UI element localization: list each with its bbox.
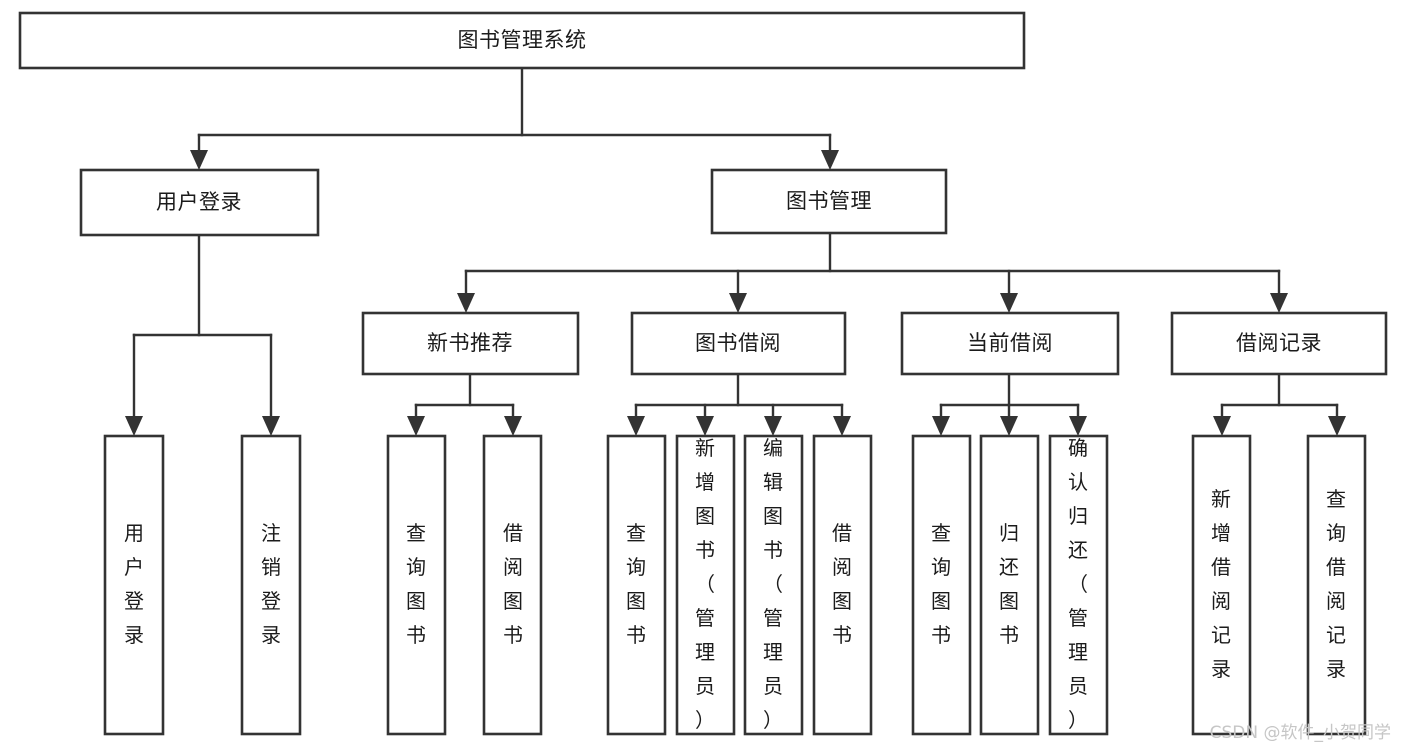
node-root-box[interactable] (18, 11, 1026, 70)
node-leaf-query-book-2-label: 查询图书 (626, 521, 646, 647)
node-leaf-user-login[interactable]: 用户登录 (103, 434, 165, 736)
node-leaf-logout-login-label: 注销登录 (261, 521, 281, 647)
node-leaf-add-book[interactable]: 新增图书（管理员） (675, 434, 736, 736)
node-leaf-query-book-3-label: 查询图书 (931, 521, 951, 647)
node-leaf-user-login-box[interactable] (103, 434, 165, 736)
node-leaf-add-record-label: 新增借阅记录 (1211, 487, 1231, 681)
node-leaf-query-book-2[interactable]: 查询图书 (606, 434, 667, 736)
node-book-borrow-box[interactable] (630, 311, 847, 376)
node-leaf-add-book-label: 新增图书（管理员） (695, 436, 715, 732)
node-borrow-record-label: 借阅记录 (1236, 331, 1322, 355)
node-leaf-confirm-return-label: 确认归还（管理员） (1068, 436, 1088, 732)
node-leaf-confirm-return[interactable]: 确认归还（管理员） (1048, 434, 1109, 736)
edge-group-borrow-record (1213, 372, 1346, 436)
node-current-borrow[interactable]: 当前借阅 (900, 311, 1120, 376)
arrow-leaf-confirm-return (1069, 416, 1087, 436)
node-leaf-query-record-box[interactable] (1306, 434, 1367, 736)
node-new-book-recommend-label: 新书推荐 (427, 331, 513, 355)
node-leaf-add-book-box[interactable] (675, 434, 736, 736)
node-leaf-logout-login[interactable]: 注销登录 (240, 434, 302, 736)
node-book-borrow-label: 图书借阅 (695, 331, 781, 355)
arrow-leaf-user-login (125, 416, 143, 436)
arrow-leaf-add-record (1213, 416, 1231, 436)
arrow-leaf-query-book-1 (407, 416, 425, 436)
node-leaf-logout-login-box[interactable] (240, 434, 302, 736)
node-borrow-record-box[interactable] (1170, 311, 1388, 376)
node-user-login-label: 用户登录 (156, 190, 242, 214)
arrow-to-borrow-record (1270, 293, 1288, 313)
node-book-manage[interactable]: 图书管理 (710, 168, 948, 235)
node-book-manage-box[interactable] (710, 168, 948, 235)
arrow-leaf-query-book-3 (932, 416, 950, 436)
node-root-label: 图书管理系统 (458, 28, 587, 52)
arrow-leaf-add-book (696, 416, 714, 436)
node-leaf-add-record[interactable]: 新增借阅记录 (1191, 434, 1252, 736)
node-leaf-return-book[interactable]: 归还图书 (979, 434, 1040, 736)
arrow-leaf-borrow-book-1 (504, 416, 522, 436)
arrow-leaf-logout-login (262, 416, 280, 436)
arrow-leaf-edit-book (764, 416, 782, 436)
node-borrow-record[interactable]: 借阅记录 (1170, 311, 1388, 376)
arrow-leaf-return-book (1000, 416, 1018, 436)
node-leaf-user-login-label: 用户登录 (124, 521, 144, 647)
node-leaf-query-record-label: 查询借阅记录 (1326, 487, 1346, 681)
arrow-leaf-query-book-2 (627, 416, 645, 436)
node-leaf-query-book-3[interactable]: 查询图书 (911, 434, 972, 736)
edge-group-current-borrow (932, 372, 1087, 436)
node-leaf-edit-book[interactable]: 编辑图书（管理员） (743, 434, 804, 736)
arrow-to-new-book-recommend (457, 293, 475, 313)
node-leaf-query-book-1-box[interactable] (386, 434, 447, 736)
node-leaf-return-book-box[interactable] (979, 434, 1040, 736)
node-leaf-borrow-book-2[interactable]: 借阅图书 (812, 434, 873, 736)
node-new-book-recommend[interactable]: 新书推荐 (361, 311, 580, 376)
node-leaf-borrow-book-2-box[interactable] (812, 434, 873, 736)
node-leaf-query-book-3-box[interactable] (911, 434, 972, 736)
arrow-to-book-manage (821, 150, 839, 170)
node-new-book-recommend-box[interactable] (361, 311, 580, 376)
arrow-to-user-login (190, 150, 208, 170)
node-leaf-query-book-1[interactable]: 查询图书 (386, 434, 447, 736)
node-leaf-borrow-book-1[interactable]: 借阅图书 (482, 434, 543, 736)
node-leaf-edit-book-label: 编辑图书（管理员） (763, 436, 783, 732)
node-leaf-query-book-2-box[interactable] (606, 434, 667, 736)
node-leaf-query-record[interactable]: 查询借阅记录 (1306, 434, 1367, 736)
node-leaf-add-record-box[interactable] (1191, 434, 1252, 736)
node-leaf-borrow-book-2-label: 借阅图书 (832, 521, 852, 647)
node-book-manage-label: 图书管理 (786, 189, 872, 213)
node-current-borrow-box[interactable] (900, 311, 1120, 376)
node-current-borrow-label: 当前借阅 (967, 331, 1053, 355)
arrow-to-book-borrow (729, 293, 747, 313)
node-leaf-borrow-book-1-box[interactable] (482, 434, 543, 736)
node-leaf-query-book-1-label: 查询图书 (406, 521, 426, 647)
node-book-borrow[interactable]: 图书借阅 (630, 311, 847, 376)
arrow-leaf-borrow-book-2 (833, 416, 851, 436)
node-user-login-box[interactable] (79, 168, 320, 237)
edge-group-book-borrow (627, 372, 851, 436)
edge-group-new-book-recommend (407, 372, 522, 436)
edge-group-user-login (125, 233, 280, 436)
node-user-login[interactable]: 用户登录 (79, 168, 320, 237)
edge-group-root (190, 66, 839, 170)
node-leaf-return-book-label: 归还图书 (999, 521, 1019, 647)
edge-group-book-manage (457, 231, 1288, 313)
node-leaf-edit-book-box[interactable] (743, 434, 804, 736)
node-root[interactable]: 图书管理系统 (18, 11, 1026, 70)
node-leaf-confirm-return-box[interactable] (1048, 434, 1109, 736)
arrow-to-current-borrow (1000, 293, 1018, 313)
node-leaf-borrow-book-1-label: 借阅图书 (503, 521, 523, 647)
arrow-leaf-query-record (1328, 416, 1346, 436)
